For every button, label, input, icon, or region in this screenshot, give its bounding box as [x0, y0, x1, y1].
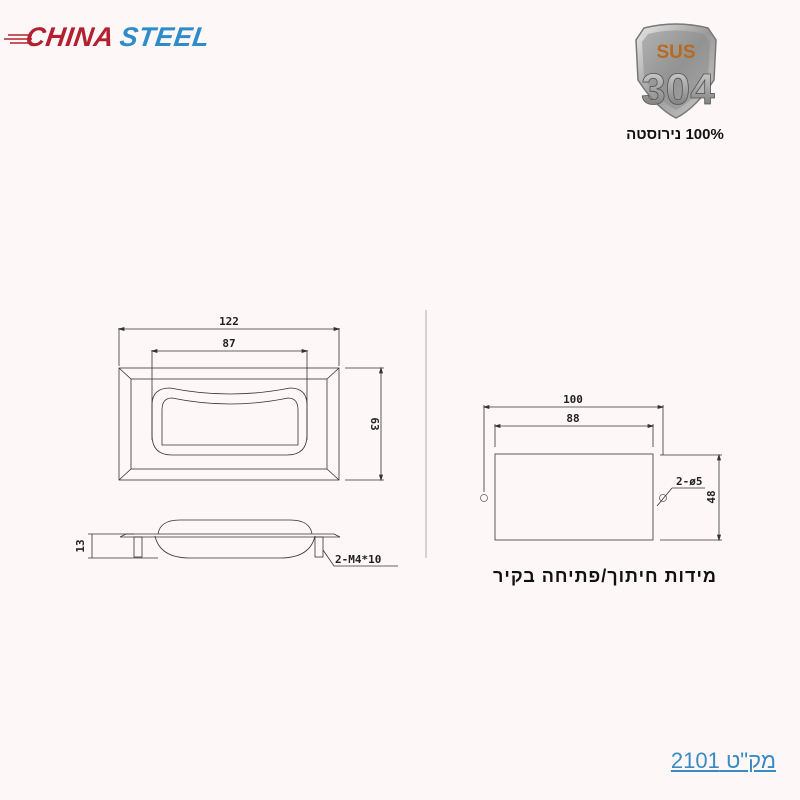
side-view [88, 519, 398, 567]
dim-height: 63 [368, 417, 381, 430]
dim-screw-spec: 2-M4*10 [335, 553, 381, 566]
badge-caption: 100% נירוסטה [626, 126, 724, 143]
dim-overall-width: 122 [219, 315, 239, 328]
dim-opening-width: 88 [566, 412, 579, 425]
cutout-view [480, 404, 722, 542]
dim-hole-spacing: 100 [563, 393, 583, 406]
cutout-title: מידות חיתוך/פתיחה בקיר [493, 566, 717, 586]
china-steel-logo: CHINASTEEL [4, 18, 214, 58]
dim-depth: 13 [74, 539, 87, 552]
dim-opening-height: 48 [705, 490, 718, 503]
front-view [117, 326, 384, 482]
badge-number-text: 304 [641, 65, 715, 114]
badge-sus-text: SUS [656, 42, 695, 63]
sku-link[interactable]: מק"ט 2101 [670, 748, 776, 773]
sus304-shield-icon: SUS 304 [635, 23, 717, 119]
dim-grip-width: 87 [222, 337, 235, 350]
dim-hole-spec: 2-ø5 [676, 475, 703, 488]
speed-lines-icon [4, 34, 32, 44]
